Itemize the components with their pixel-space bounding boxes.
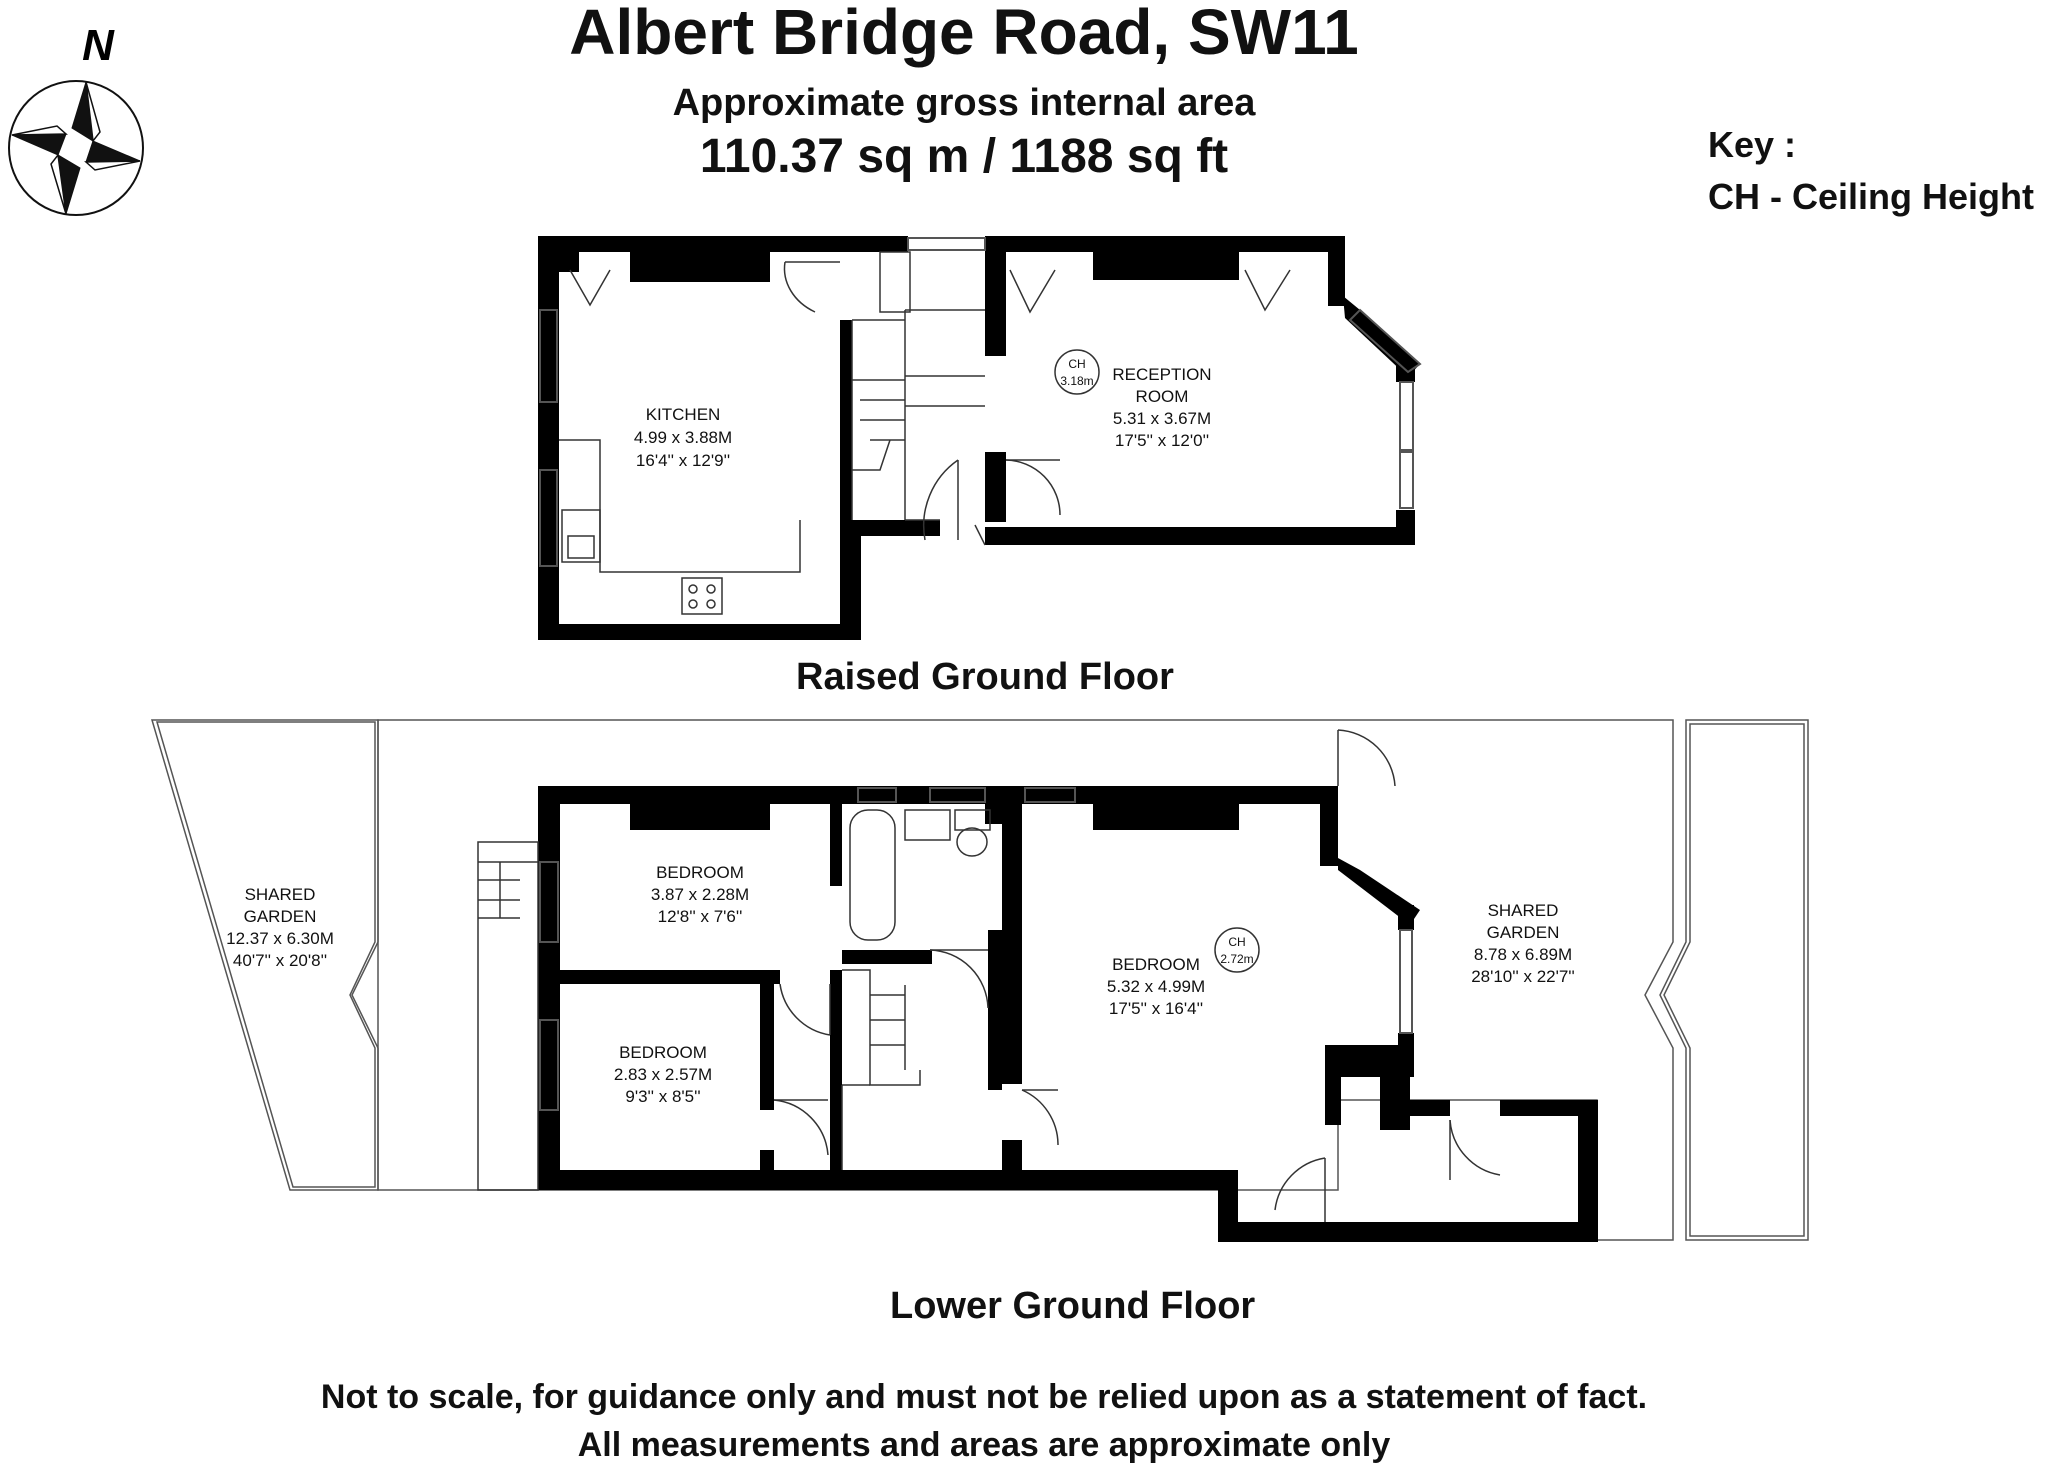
ch-label: CH	[1228, 935, 1245, 949]
room-name: SHARED	[245, 885, 316, 904]
ch-value: 3.18m	[1060, 374, 1093, 388]
area-value: 110.37 sq m / 1188 sq ft	[699, 130, 1229, 183]
compass-icon	[8, 80, 144, 216]
raised-doors	[569, 261, 1291, 546]
area-subtitle: Approximate gross internal area	[672, 82, 1256, 124]
room-name: BEDROOM	[1112, 955, 1200, 974]
ceiling-height-badge-raised: CH 3.18m	[1054, 349, 1100, 395]
room-name: BEDROOM	[619, 1043, 707, 1062]
lower-interior-lines	[477, 809, 991, 1191]
room-name: SHARED	[1488, 901, 1559, 920]
floor-label-raised-ground: Raised Ground Floor	[796, 656, 1174, 698]
room-metric: 3.87 x 2.28M	[651, 885, 749, 904]
lower-doors	[773, 729, 1501, 1222]
windows-lower	[539, 787, 1413, 1111]
room-imperial: 17'5'' x 12'0''	[1115, 431, 1209, 450]
room-name-2: GARDEN	[1487, 923, 1560, 942]
raised-ground-floor-plan: CH 3.18m KITCHEN 4.99 x 3.88M 16'4'' x 1…	[538, 236, 1422, 640]
room-metric: 8.78 x 6.89M	[1474, 945, 1572, 964]
ch-value: 2.72m	[1220, 952, 1253, 966]
room-imperial: 9'3'' x 8'5''	[625, 1087, 700, 1106]
key-title: Key :	[1708, 124, 1797, 165]
raised-interior-lines	[559, 251, 985, 573]
room-bedroom-main: BEDROOM 5.32 x 4.99M 17'5'' x 16'4''	[1107, 955, 1205, 1018]
disclaimer-line-2: All measurements and areas are approxima…	[577, 1426, 1391, 1464]
kitchen-walls	[538, 236, 940, 640]
hob-icon	[681, 577, 723, 615]
ceiling-height-badge-lower: CH 2.72m	[1214, 927, 1260, 973]
room-metric: 12.37 x 6.30M	[226, 929, 334, 948]
room-name: BEDROOM	[656, 863, 744, 882]
room-name-2: ROOM	[1136, 387, 1189, 406]
room-imperial: 12'8'' x 7'6''	[658, 907, 743, 926]
room-shared-garden-left: SHARED GARDEN 12.37 x 6.30M 40'7'' x 20'…	[226, 885, 334, 970]
room-metric: 5.32 x 4.99M	[1107, 977, 1205, 996]
room-kitchen: KITCHEN 4.99 x 3.88M 16'4'' x 12'9''	[634, 405, 732, 470]
page-title: Albert Bridge Road, SW11	[569, 0, 1359, 68]
windows-raised	[539, 237, 1422, 567]
room-name-2: GARDEN	[244, 907, 317, 926]
reception-walls	[985, 236, 1420, 545]
compass: N	[8, 21, 144, 216]
room-imperial: 17'5'' x 16'4''	[1109, 999, 1203, 1018]
floor-label-lower-ground: Lower Ground Floor	[890, 1285, 1256, 1327]
key-entry: CH - Ceiling Height	[1708, 176, 2034, 217]
lower-walls	[538, 786, 1598, 1242]
room-reception: RECEPTION ROOM 5.31 x 3.67M 17'5'' x 12'…	[1112, 365, 1211, 450]
room-metric: 4.99 x 3.88M	[634, 428, 732, 447]
ch-label: CH	[1068, 357, 1085, 371]
room-shared-garden-right: SHARED GARDEN 8.78 x 6.89M 28'10'' x 22'…	[1471, 901, 1575, 986]
room-imperial: 28'10'' x 22'7''	[1471, 967, 1575, 986]
room-imperial: 16'4'' x 12'9''	[636, 451, 730, 470]
room-bedroom-small: BEDROOM 2.83 x 2.57M 9'3'' x 8'5''	[614, 1043, 712, 1106]
sink-icon	[561, 509, 601, 563]
room-imperial: 40'7'' x 20'8''	[233, 951, 327, 970]
disclaimer-line-1: Not to scale, for guidance only and must…	[320, 1378, 1648, 1416]
lower-ground-floor-plan: CH 2.72m SHARED GARDEN 12.37 x 6.30M 40'…	[150, 719, 1809, 1242]
room-bedroom-top: BEDROOM 3.87 x 2.28M 12'8'' x 7'6''	[651, 863, 749, 926]
room-name: KITCHEN	[646, 405, 721, 424]
room-name: RECEPTION	[1112, 365, 1211, 384]
room-metric: 2.83 x 2.57M	[614, 1065, 712, 1084]
room-metric: 5.31 x 3.67M	[1113, 409, 1211, 428]
compass-north-label: N	[82, 21, 115, 70]
